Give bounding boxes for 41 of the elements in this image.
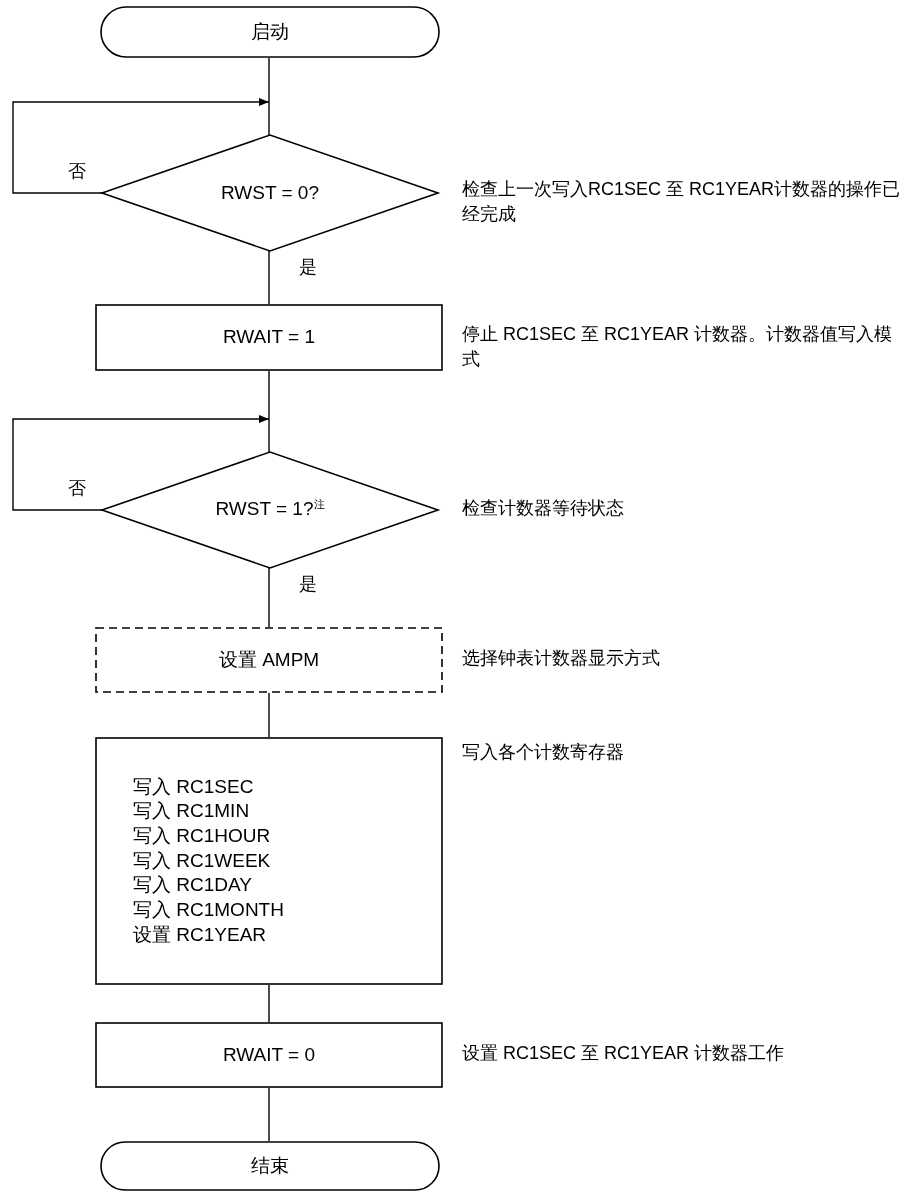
connector-line — [268, 984, 270, 1023]
note-text: 检查上一次写入RC1SEC 至 RC1YEAR计数器的操作已经完成 — [462, 178, 902, 227]
connector-line — [268, 692, 270, 738]
connector-line — [268, 57, 270, 136]
edge-label: 是 — [297, 574, 319, 596]
terminal-shape — [100, 6, 440, 58]
edge-label: 否 — [66, 161, 88, 183]
step-text: 写入 RC1MIN — [133, 799, 250, 824]
connector-line — [268, 1087, 270, 1142]
node-text: 结束 — [251, 1153, 289, 1178]
note-text: 停止 RC1SEC 至 RC1YEAR 计数器。计数器值写入模式 — [462, 322, 894, 371]
note-text: 检查计数器等待状态 — [462, 497, 625, 520]
node-text: RWAIT = 0 — [222, 1042, 315, 1067]
decision-diamond — [102, 135, 438, 251]
note-text: 选择钟表计数器显示方式 — [462, 647, 661, 670]
step-text: 写入 RC1WEEK — [133, 848, 271, 873]
step-text: 写入 RC1DAY — [133, 873, 252, 898]
connector-line — [268, 370, 270, 453]
note-text: 写入各个计数寄存器 — [462, 741, 625, 764]
step-text: 写入 RC1HOUR — [133, 823, 271, 848]
process-box — [95, 304, 443, 371]
step-text: 写入 RC1SEC — [133, 774, 254, 799]
edge-label: 否 — [66, 478, 88, 500]
terminal-shape — [100, 1141, 440, 1191]
node-text: 启动 — [251, 19, 289, 44]
node-text: RWST = 1?$^{注}$ — [215, 497, 325, 522]
note-text: 设置 RC1SEC 至 RC1YEAR 计数器工作 — [462, 1042, 786, 1065]
decision-diamond — [102, 452, 438, 568]
step-text: 写入 RC1MONTH — [133, 898, 284, 923]
connector-line — [268, 567, 270, 628]
connector-line — [268, 250, 270, 305]
node-text: RWAIT = 1 — [222, 325, 315, 350]
process-box — [95, 1022, 443, 1088]
node-text: RWST = 0? — [220, 180, 319, 205]
optional-process-box — [95, 627, 443, 693]
arrow — [12, 415, 270, 511]
edge-label: 是 — [297, 257, 319, 279]
node-text: 设置 AMPM — [218, 647, 320, 672]
step-text: 设置 RC1YEAR — [133, 922, 267, 947]
process-box — [95, 737, 443, 985]
arrow — [12, 98, 270, 194]
